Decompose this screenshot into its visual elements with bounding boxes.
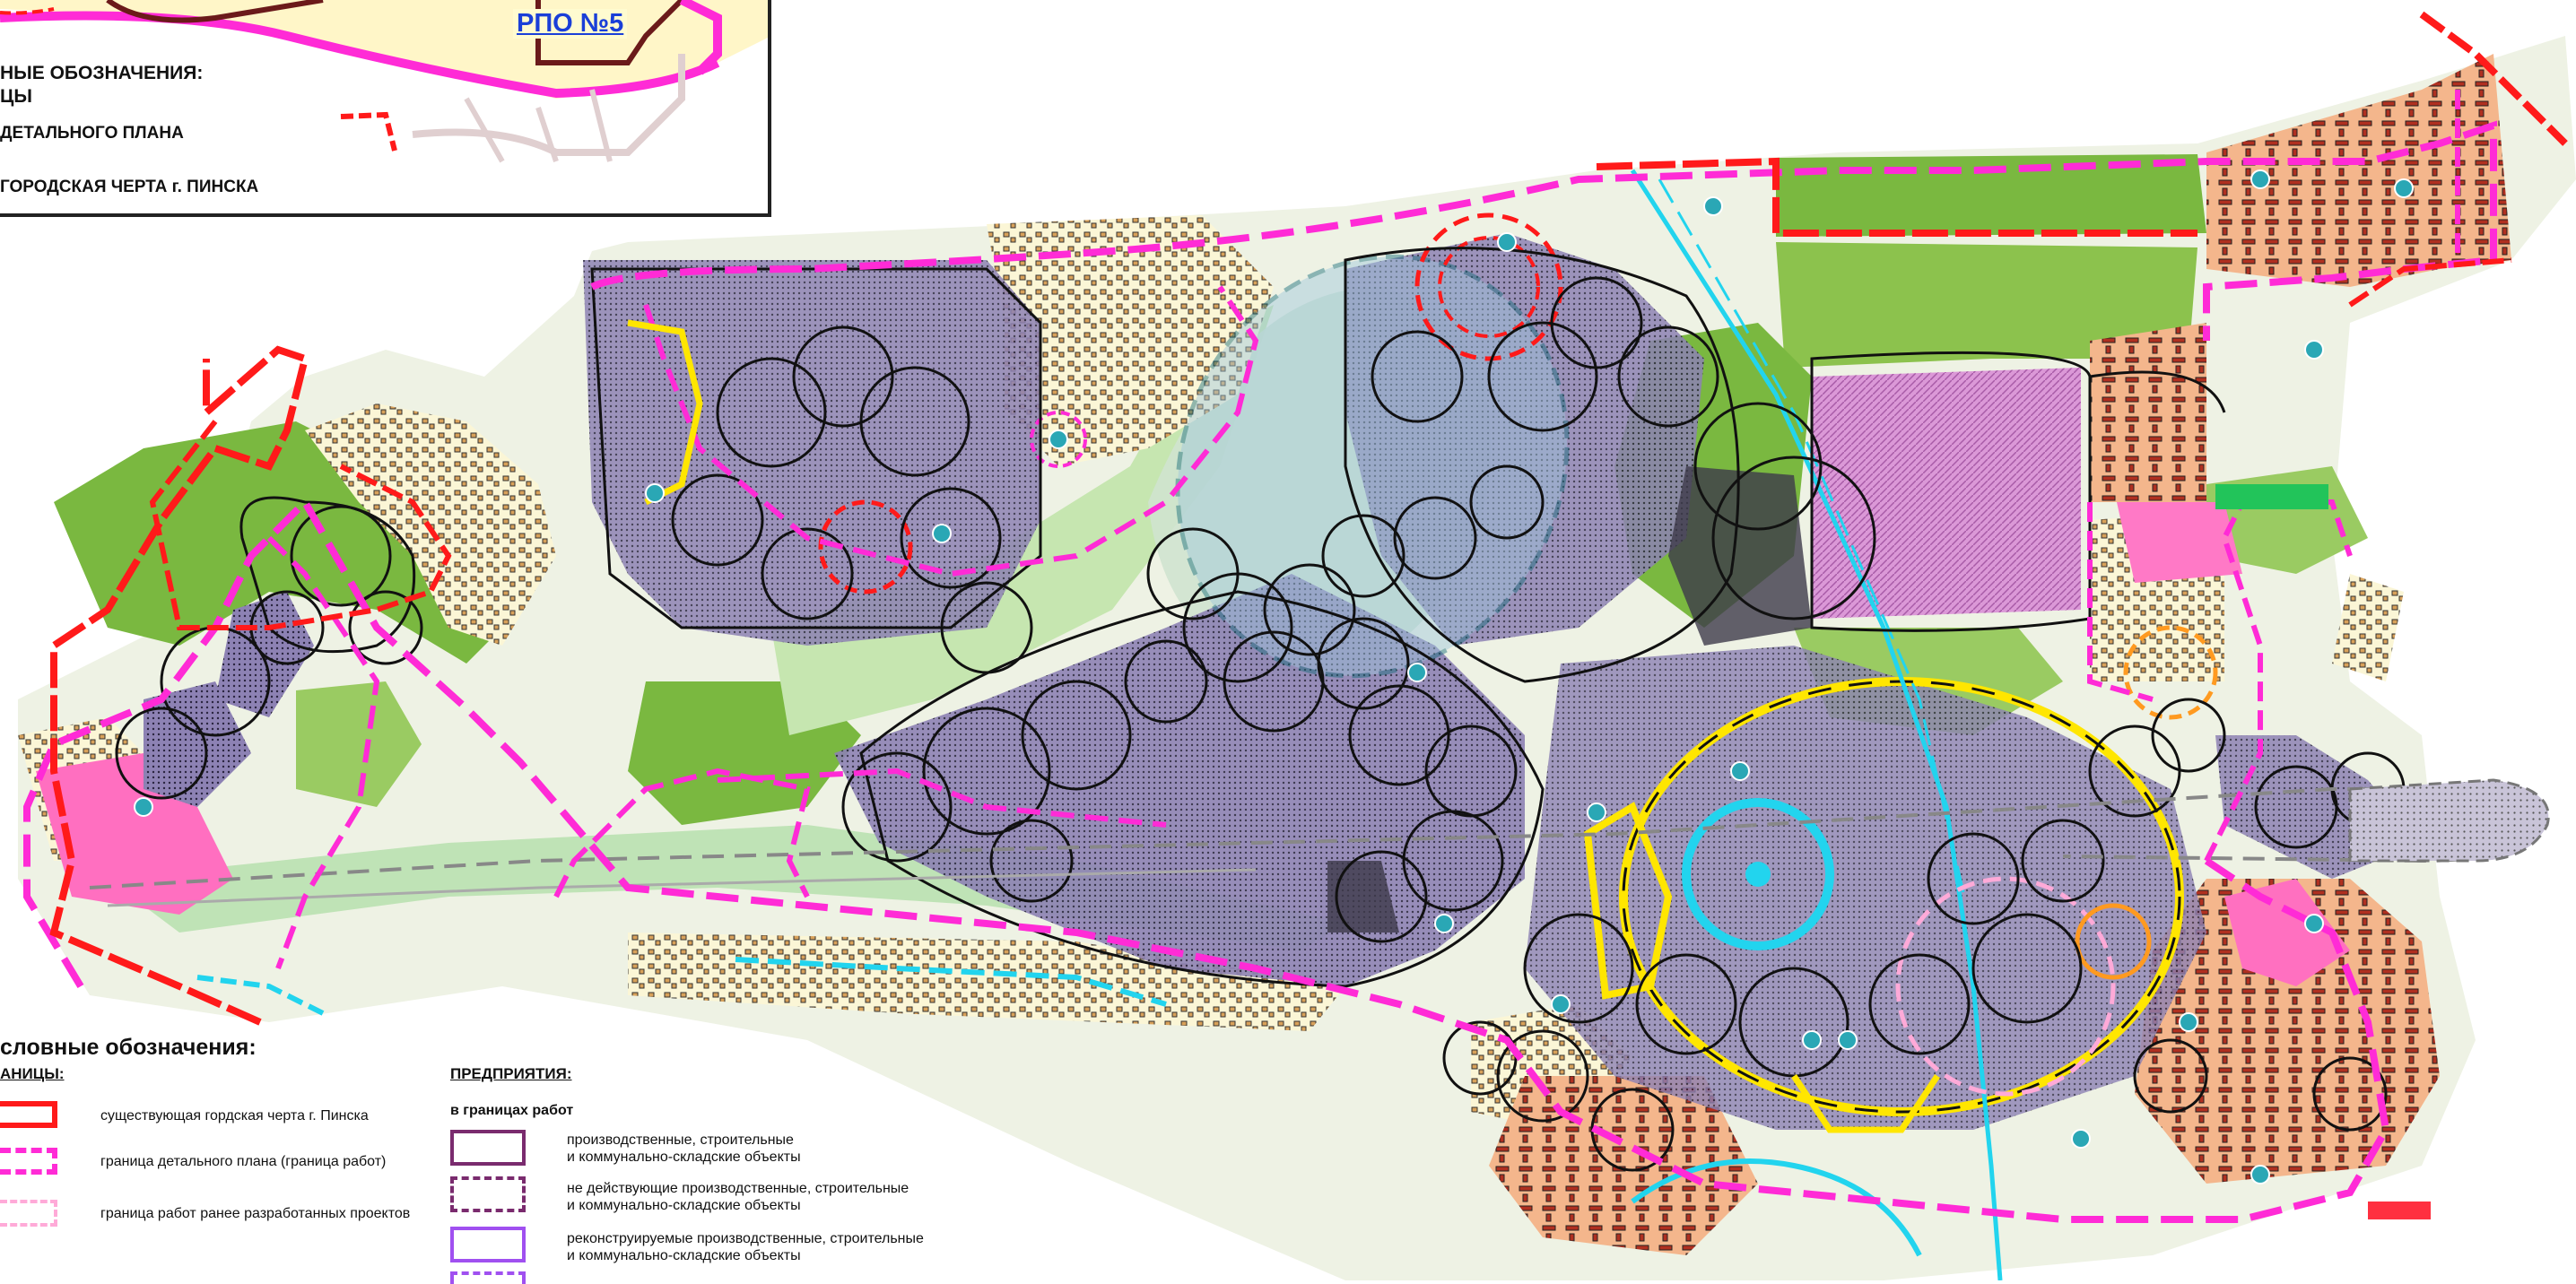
cyan-lines [196,169,2003,1280]
black-bounds [239,247,2226,988]
legend-title: словные обозначения: [0,1035,257,1060]
legend-swatch-enterprise-active [450,1130,526,1166]
industrial-zones [144,233,2422,1130]
green-block [2215,484,2431,1219]
inset-legend-detail-plan: ДЕТАЛЬНОГО ПЛАНА [0,124,184,143]
railway [89,778,2550,907]
legend-plan-boundary-text: граница детального плана (граница работ) [100,1154,387,1169]
buffer-rings [115,276,2406,1172]
legend-enterprises-head: ПРЕДПРИЯТИЯ: [450,1065,572,1082]
inset-legend-title: НЫЕ ОБОЗНАЧЕНИЯ: [0,63,204,83]
legend-swatch-prev-projects [0,1200,57,1227]
legend-swatch-plan-boundary [0,1148,57,1175]
legend-within-bounds: в границах работ [450,1103,574,1118]
legend-prev-projects-text: граница работ ранее разработанных проект… [100,1206,411,1221]
inset-legend-city-line: ГОРОДСКАЯ ЧЕРТА г. ПИНСКА [0,178,259,196]
legend-swatch-enterprise-next [450,1271,526,1284]
red-circles [818,213,2218,1097]
legend-enterprise-active-text: производственные, строительные и коммуна… [567,1132,801,1165]
yellow-roads [627,319,1940,1133]
inset-rail [0,7,55,15]
inset-legend-subtitle: ЦЫ [0,86,32,107]
legend-swatch-enterprise-reconstructed [450,1227,526,1262]
legend-enterprise-reconstructed-text: реконструируемые производственные, строи… [567,1231,924,1263]
rpo-label[interactable]: РПО №5 [513,9,628,39]
legend-boundaries-head: АНИЦЫ: [0,1065,65,1082]
teal-zone [1175,254,1570,679]
info-markers [134,169,2414,1184]
plan-boundary [23,120,2497,1223]
legend-swatch-city-line [0,1101,57,1128]
plan-boundary-right [2087,90,2460,702]
legend-city-line-text: существующая гордская черта г. Пинска [100,1108,369,1124]
legend-swatch-enterprise-inactive [450,1176,526,1212]
legend-enterprise-inactive-text: не действующие производственные, строите… [567,1181,909,1213]
city-line [49,11,2568,1026]
residential-apartments [36,54,2511,1255]
inset-frame [0,0,771,217]
